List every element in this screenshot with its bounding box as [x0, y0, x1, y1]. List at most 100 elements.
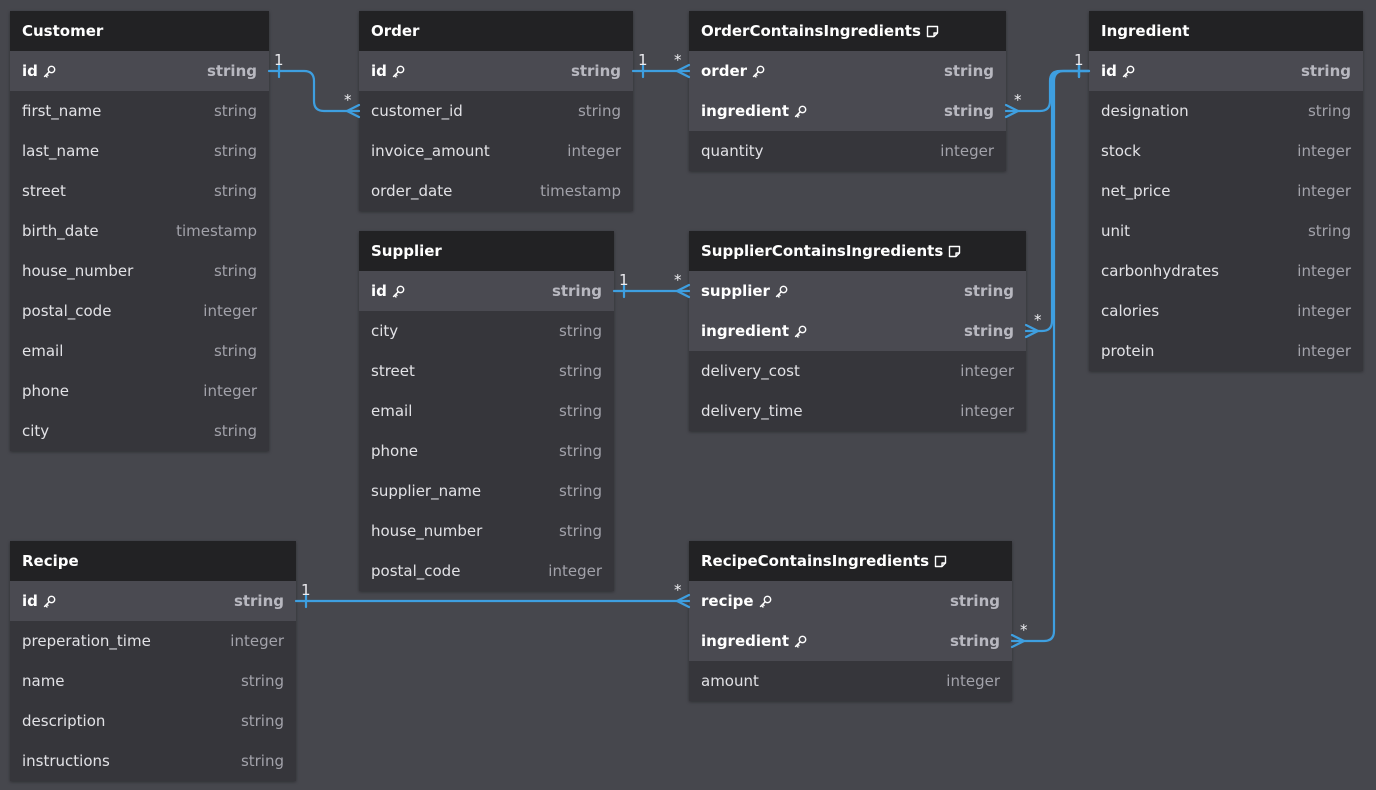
field-name-text: city [22, 422, 50, 440]
field-name: id [1101, 62, 1135, 80]
field-type: integer [1297, 342, 1351, 360]
key-icon [752, 65, 765, 78]
field-name: supplier [701, 282, 788, 300]
table-header[interactable]: RecipeContainsIngredients [689, 541, 1012, 581]
field-name-text: supplier_name [371, 482, 482, 500]
field-name: protein [1101, 342, 1154, 360]
table-header[interactable]: SupplierContainsIngredients [689, 231, 1026, 271]
field-type: string [213, 422, 257, 440]
note-icon[interactable] [948, 245, 961, 258]
field-name: email [22, 342, 63, 360]
note-icon[interactable] [926, 25, 939, 38]
table-title: Ingredient [1101, 22, 1190, 40]
field-name-text: street [371, 362, 415, 380]
field-type: integer [230, 632, 284, 650]
field-name-text: id [371, 62, 387, 80]
field-name-text: id [22, 592, 38, 610]
table-title: RecipeContainsIngredients [701, 552, 930, 570]
field-row-supplier-name[interactable]: supplier_name string [359, 471, 614, 511]
field-name: house_number [22, 262, 133, 280]
table-header[interactable]: Order [359, 11, 633, 51]
key-icon [794, 105, 807, 118]
note-icon[interactable] [934, 555, 947, 568]
field-name-text: house_number [371, 522, 483, 540]
field-name-text: email [22, 342, 64, 360]
field-type: string [558, 362, 602, 380]
field-row-street[interactable]: street string [359, 351, 614, 391]
field-row-city[interactable]: city string [10, 411, 269, 451]
table-header[interactable]: OrderContainsIngredients [689, 11, 1006, 51]
field-type: string [1307, 222, 1351, 240]
field-name-text: quantity [701, 142, 764, 160]
field-name: id [371, 282, 405, 300]
field-name: id [22, 592, 56, 610]
field-name-text: id [22, 62, 38, 80]
field-name: delivery_cost [701, 362, 800, 380]
table-header[interactable]: Customer [10, 11, 269, 51]
field-name-text: birth_date [22, 222, 99, 240]
table-header[interactable]: Ingredient [1089, 11, 1363, 51]
field-type: string [558, 322, 602, 340]
field-name-text: calories [1101, 302, 1160, 320]
field-name: customer_id [371, 102, 463, 120]
table-header[interactable]: Supplier [359, 231, 614, 271]
field-type: string [558, 482, 602, 500]
field-name-text: postal_code [22, 302, 112, 320]
table-title: Customer [22, 22, 104, 40]
field-row-protein[interactable]: protein integer [1089, 331, 1363, 371]
field-name: instructions [22, 752, 110, 770]
table-header[interactable]: Recipe [10, 541, 296, 581]
field-name-text: customer_id [371, 102, 463, 120]
